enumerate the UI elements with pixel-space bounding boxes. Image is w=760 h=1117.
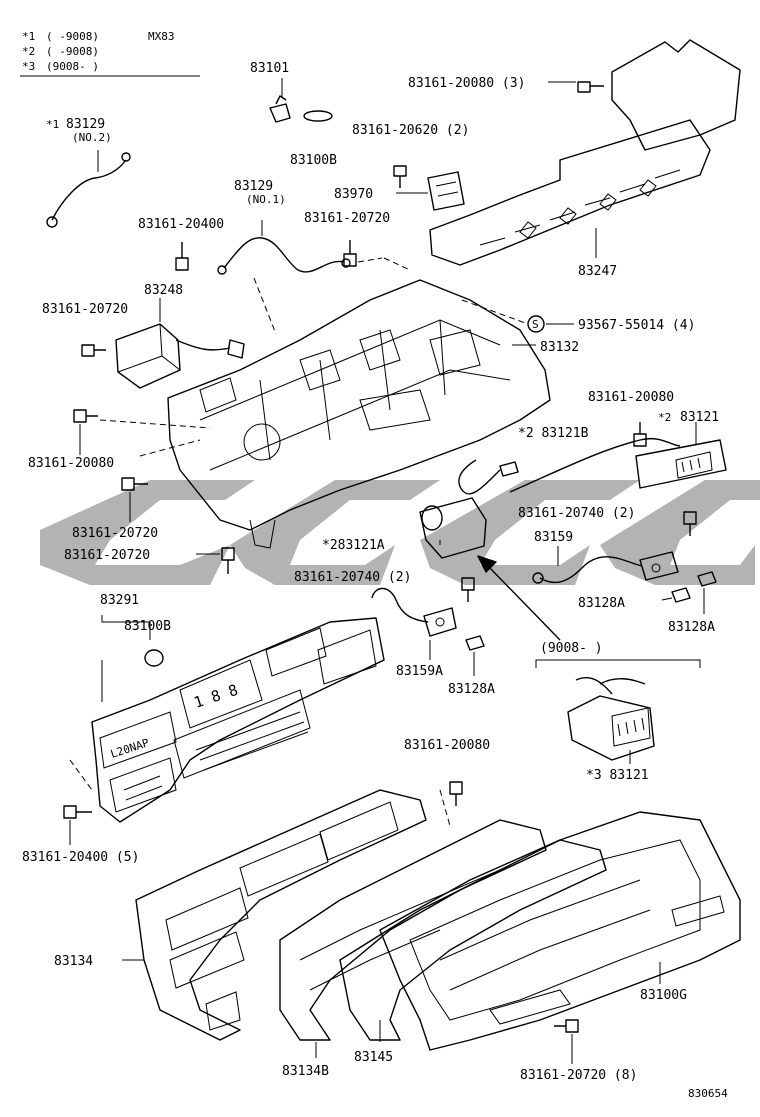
label-83121b: *2 83121B (518, 426, 589, 441)
label-83129-no2-sub: (NO.2) (72, 131, 112, 144)
label-83161-20720-d: 83161-20720 (64, 548, 150, 563)
panel-83100g (379, 811, 741, 1051)
label-83161-20620-2: 83161-20620 (2) (352, 123, 469, 138)
screw-83161-20400-5 (63, 759, 93, 845)
label-83101: 83101 (250, 61, 289, 76)
clip-83128a-1 (661, 587, 691, 603)
screw-83161-20720-mid (196, 547, 235, 574)
label-83121-mark: *2 (658, 411, 671, 424)
screw-83161-20080-3 (548, 81, 604, 93)
label-83161-20080-d: 83161-20080 (404, 738, 490, 753)
label-83161-20740-a: 83161-20740 (2) (518, 506, 635, 521)
switch-83121b-wire (458, 437, 681, 495)
screw-83161-20620 (393, 165, 407, 188)
label-83161-20720-8: 83161-20720 (8) (520, 1068, 637, 1083)
label-9008-variant: (9008- ) (540, 641, 603, 656)
legend-range-2: ( -9008) (46, 45, 99, 58)
switch-83121-variant (567, 676, 655, 764)
cluster-digits: 1 8 8 (192, 681, 241, 712)
svg-text:S: S (532, 318, 539, 331)
panel-83134b (279, 819, 547, 1058)
label-83291: 83291 (100, 593, 139, 608)
label-83145: 83145 (354, 1050, 393, 1065)
label-83132: 83132 (540, 340, 579, 355)
label-83161-20740-b: 83161-20740 (2) (294, 570, 411, 585)
label-83121a: *283121A (322, 538, 385, 553)
label-83121-variant: *3 83121 (586, 768, 649, 783)
label-83100b-mid: 83100B (124, 619, 171, 634)
housing-83132 (167, 279, 551, 549)
label-83129-no2: 83129 (66, 117, 105, 132)
legend: *1 ( -9008) MX83 *2 ( -9008) *3 (9008- ) (20, 30, 200, 77)
screw-83161-20740-mid (461, 577, 475, 602)
screw-83161-20080-lower (449, 781, 463, 806)
legend-mark-2: *2 (22, 45, 35, 58)
resistor-83248 (115, 298, 245, 389)
label-83161-20080-c: 83161-20080 (28, 456, 114, 471)
label-83161-20080-3: 83161-20080 (3) (408, 76, 525, 91)
label-83161-20720-c: 83161-20720 (72, 526, 158, 541)
label-83128a-3: 83128A (448, 682, 495, 697)
label-83161-20720-a: 83161-20720 (304, 211, 390, 226)
screw-83161-20720-left (81, 344, 106, 357)
connector-83970 (396, 171, 465, 211)
label-83100b-top: 83100B (290, 153, 337, 168)
dashed-guides (99, 257, 529, 827)
variant-bracket (535, 659, 701, 668)
screw-83161-20720-lower (121, 477, 148, 522)
clip-83101 (269, 78, 291, 123)
wire-83159 (532, 546, 679, 584)
label-83248: 83248 (144, 283, 183, 298)
label-83161-20080-b: 83161-20080 (588, 390, 674, 405)
label-83161-20720-b: 83161-20720 (42, 302, 128, 317)
label-83129-no2-mark: *1 (46, 118, 59, 131)
legend-mark-3: *3 (22, 60, 35, 73)
label-83134: 83134 (54, 954, 93, 969)
clip-83128a-3 (465, 635, 485, 676)
bracket-83247 (429, 39, 741, 266)
screw-83161-20720-8 (554, 1019, 579, 1064)
part-labels: 83101 83100B *1 83129 (NO.2) 83161-20080… (22, 61, 728, 1100)
switch-83121 (635, 422, 727, 489)
washer-93567: S (527, 315, 574, 333)
panel-83134 (122, 789, 427, 1041)
panel-83145 (339, 839, 607, 1042)
meter-cluster-83291: L20NAP 1 8 8 (91, 615, 385, 823)
label-83128a-1: 83128A (578, 596, 625, 611)
label-83159a: 83159A (396, 664, 443, 679)
clip-83128a-2 (697, 571, 717, 614)
wire-83129-no2 (46, 150, 131, 228)
clip-83100b-top (303, 110, 333, 122)
label-83121: 83121 (680, 410, 719, 425)
legend-mark-1: *1 (22, 30, 35, 43)
arrow-indicator (477, 555, 561, 641)
cluster-trip-label: L20NAP (109, 736, 151, 761)
label-83161-20400: 83161-20400 (138, 217, 224, 232)
legend-range-1: ( -9008) (46, 30, 99, 43)
legend-range-3: (9008- ) (46, 60, 99, 73)
switch-83121a (419, 497, 487, 559)
diagram-id: 830654 (688, 1087, 728, 1100)
screw-83161-20740-right (683, 511, 697, 536)
label-83134b: 83134B (282, 1064, 329, 1079)
label-83247: 83247 (578, 264, 617, 279)
label-93567-55014: 93567-55014 (4) (578, 318, 695, 333)
label-83129-no1: 83129 (234, 179, 273, 194)
label-83970: 83970 (334, 187, 373, 202)
screw-83161-20080-left (73, 409, 98, 455)
screw-83161-20400-top (175, 242, 189, 271)
label-83100g: 83100G (640, 988, 687, 1003)
wire-83159a (371, 587, 457, 660)
label-83128a-2: 83128A (668, 620, 715, 635)
label-83159: 83159 (534, 530, 573, 545)
screw-83161-20080-right (633, 422, 647, 447)
legend-note-1: MX83 (148, 30, 175, 43)
watermark-logo (40, 480, 760, 585)
wire-83129-no1 (217, 220, 351, 275)
label-83129-no1-sub: (NO.1) (246, 193, 286, 206)
label-83161-20400-5: 83161-20400 (5) (22, 850, 139, 865)
